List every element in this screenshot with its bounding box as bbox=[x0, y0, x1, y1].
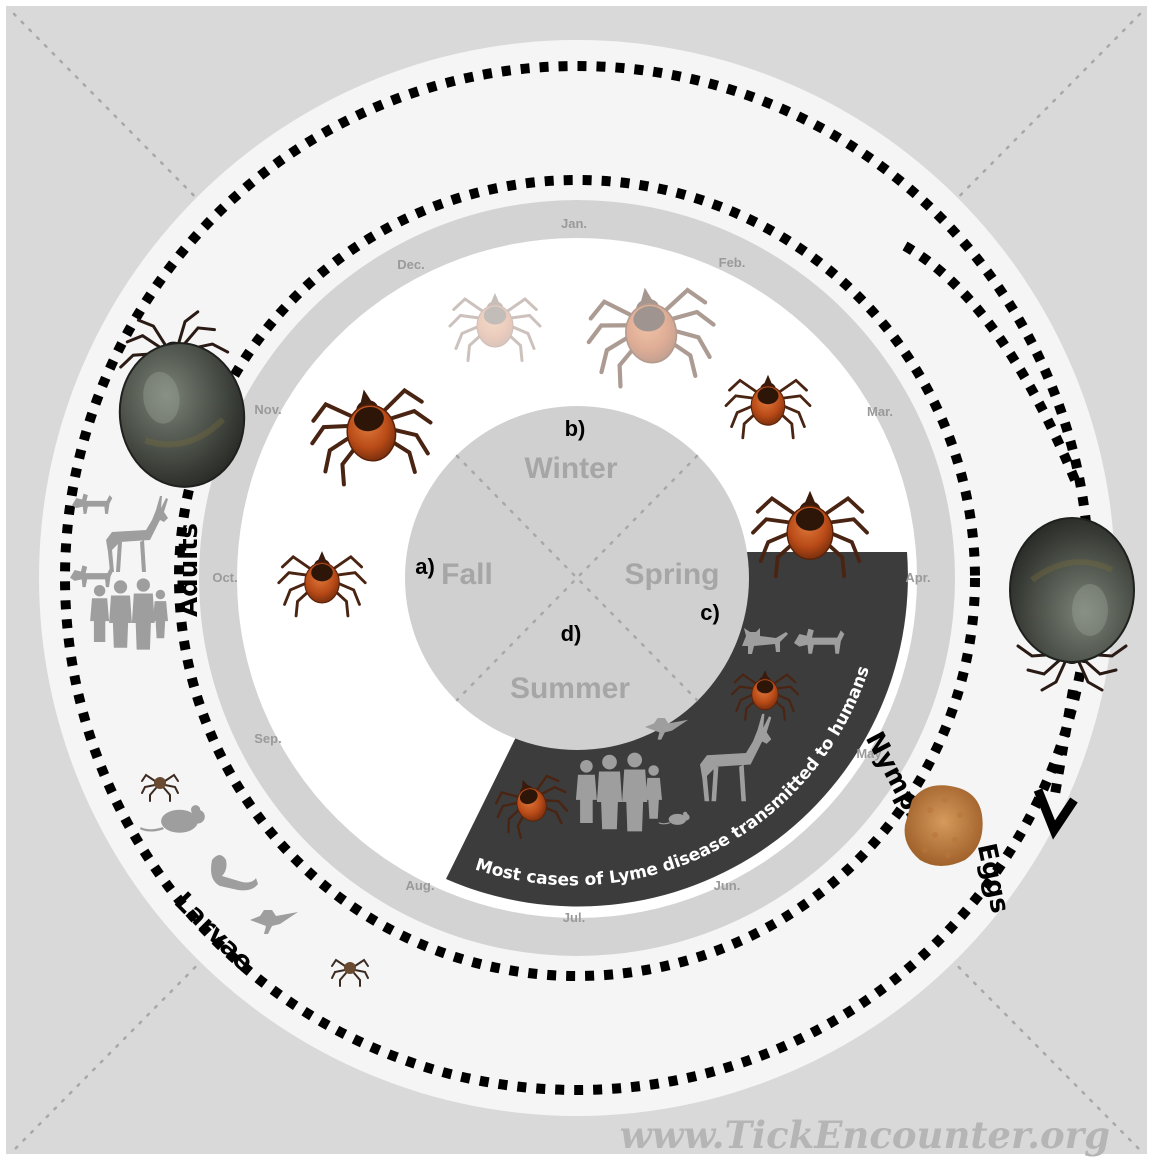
tag-a: a) bbox=[415, 554, 435, 579]
month-label-oct: Oct. bbox=[212, 570, 237, 585]
month-label-dec: Dec. bbox=[397, 257, 424, 272]
month-label-jun: Jun. bbox=[714, 878, 741, 893]
month-label-aug: Aug. bbox=[406, 878, 435, 893]
egg-mass-icon bbox=[905, 785, 983, 866]
season-label-spring: Spring bbox=[625, 558, 720, 591]
month-label-jul: Jul. bbox=[563, 910, 585, 925]
season-label-summer: Summer bbox=[510, 672, 630, 705]
website-credit: www.TickEncounter.org bbox=[620, 1113, 1110, 1157]
month-label-feb: Feb. bbox=[719, 255, 746, 270]
stage-label-adults: Adults bbox=[174, 523, 204, 617]
month-label-nov: Nov. bbox=[254, 402, 281, 417]
month-label-jan: Jan. bbox=[561, 216, 587, 231]
month-label-apr: Apr. bbox=[905, 570, 930, 585]
tag-d: d) bbox=[561, 621, 582, 646]
tag-c: c) bbox=[700, 600, 720, 625]
season-label-fall: Fall bbox=[441, 558, 493, 591]
month-label-sep: Sep. bbox=[254, 731, 281, 746]
season-label-winter: Winter bbox=[524, 452, 617, 485]
month-label-mar: Mar. bbox=[867, 404, 893, 419]
tag-b: b) bbox=[565, 416, 586, 441]
